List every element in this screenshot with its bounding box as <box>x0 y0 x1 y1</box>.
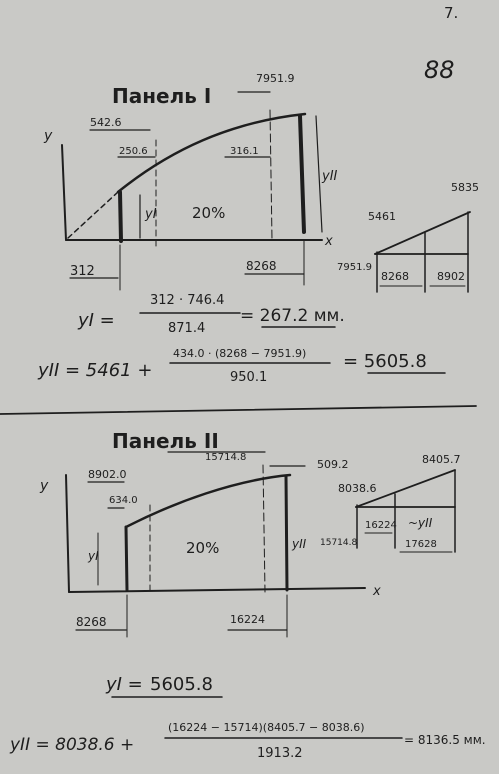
panel-1-eq2-num: 434.0 · (8268 − 7951.9) <box>173 347 306 360</box>
panel-2-y-axis <box>65 474 70 593</box>
panel-1-eq1-den: 871.4 <box>168 321 205 336</box>
panel-2-y-label: y <box>39 478 49 494</box>
panel-1-side-slope <box>374 211 471 255</box>
panel-2-side-sketch: 8405.7 8038.6 15714.8 16224 17628 ~yII <box>320 453 461 553</box>
panel-1-label-top-left: 542.6 <box>90 116 122 129</box>
panel-2-label-small-left: 634.0 <box>109 495 138 506</box>
panel-2-left-edge <box>124 525 129 592</box>
panel-1-side-top: 5835 <box>451 181 479 194</box>
panel-2-diagram: y x 8902.0 634.0 yI yII 20% 8268 16224 <box>39 451 381 638</box>
panel-2-side-top: 8405.7 <box>422 453 461 466</box>
page-number: 7. <box>444 4 458 22</box>
panel-1-label-mid-right: 316.1 <box>230 146 259 157</box>
panel-1-x-label: x <box>324 234 333 249</box>
panel-2-side-b3: 17628 <box>405 539 437 550</box>
panel-1-y-axis <box>61 144 67 241</box>
panel-2-title: Панель II <box>112 429 219 453</box>
panel-1-left-edge <box>118 190 123 243</box>
panel-1-side-b3: 8902 <box>437 270 465 283</box>
panel-1-eq2-lhs: yII = 5461 + <box>37 360 152 381</box>
panel-1-title: Панель I <box>112 84 211 108</box>
panel-2-dash-line-b <box>262 464 266 593</box>
panel-2-eq2-res: = 8136.5 мм. <box>404 733 486 747</box>
panel-1-diagram: y x 542.6 250.6 316.1 yI yII 20% 312 826… <box>43 91 338 291</box>
panel-2-eq1-val: 5605.8 <box>150 674 213 695</box>
panel-2-right-edge <box>284 474 289 592</box>
panel-1-dashed-extension <box>67 191 119 239</box>
panel-2-label-bottom-right: 16224 <box>230 613 265 626</box>
panel-1-eq2-den: 950.1 <box>230 370 267 385</box>
panel-2-label-top-left: 8902.0 <box>88 468 127 481</box>
panel-2-label-bottom-left: 8268 <box>76 615 107 629</box>
panel-1-eq1-res: = 267.2 мм. <box>240 306 345 326</box>
panel-1-label-mid-left: 250.6 <box>119 146 148 157</box>
panel-1-label-y-left: yI <box>144 207 157 222</box>
panel-2-eq2-num: (16224 − 15714)(8405.7 − 8038.6) <box>168 721 365 734</box>
panel-1-label-bottom-right: 8268 <box>246 259 277 273</box>
panel-1-equations: yI = 312 · 746.4 871.4 = 267.2 мм. yII =… <box>37 293 446 385</box>
panel-1-arrow-right-height <box>315 115 323 233</box>
panel-2-x-axis <box>68 587 366 593</box>
panel-2-side-b1: 15714.8 <box>320 538 357 548</box>
panel-2-equations: yI = 5605.8 yII = 8038.6 + (16224 − 1571… <box>9 674 486 761</box>
panel-2-label-y-right: yII <box>291 537 307 551</box>
panel-1-side-left: 5461 <box>368 210 396 223</box>
panel-2-side-mid-label: ~yII <box>408 516 433 530</box>
panel-2-side-left: 8038.6 <box>338 482 377 495</box>
panel-1-label-pct: 20% <box>192 204 225 222</box>
panel-1-side-b2: 8268 <box>381 270 409 283</box>
panel-2-x-label: x <box>372 584 381 599</box>
panel-1-label-bottom-left: 312 <box>70 264 95 279</box>
panel-1-eq1-lhs: yI = <box>77 310 115 331</box>
folio-number: 88 <box>424 56 455 84</box>
panel-1-label-y-right: yII <box>321 169 338 184</box>
panel-2-eq2-lhs: yII = 8038.6 + <box>9 735 134 755</box>
panel-2-side-slope <box>355 469 456 508</box>
panel-1-top-dim: 7951.9 <box>256 72 295 85</box>
panel-1-curve <box>116 112 307 194</box>
section-divider <box>0 405 477 415</box>
panel-2-label-pct: 20% <box>186 539 219 557</box>
panel-1-eq1-num: 312 · 746.4 <box>150 293 224 308</box>
panel-2-eq1-lhs: yI = <box>105 674 143 695</box>
panel-1-y-label: y <box>43 128 53 144</box>
panel-2-curve <box>124 473 292 529</box>
panel-1-right-edge <box>298 114 306 234</box>
panel-2-top-right: 509.2 <box>317 458 349 471</box>
panel-2-top-mid: 15714.8 <box>205 452 246 463</box>
panel-2-label-y-left: yI <box>87 549 99 563</box>
panel-2-side-b2: 16224 <box>365 520 397 531</box>
panel-2-eq2-den: 1913.2 <box>257 746 303 761</box>
panel-1-side-b1: 7951.9 <box>337 262 372 273</box>
panel-1-eq2-res: = 5605.8 <box>343 351 427 372</box>
panel-1-dash-line-b <box>269 109 273 241</box>
panel-1-side-sketch: 5835 5461 7951.9 8268 8902 <box>337 181 479 293</box>
